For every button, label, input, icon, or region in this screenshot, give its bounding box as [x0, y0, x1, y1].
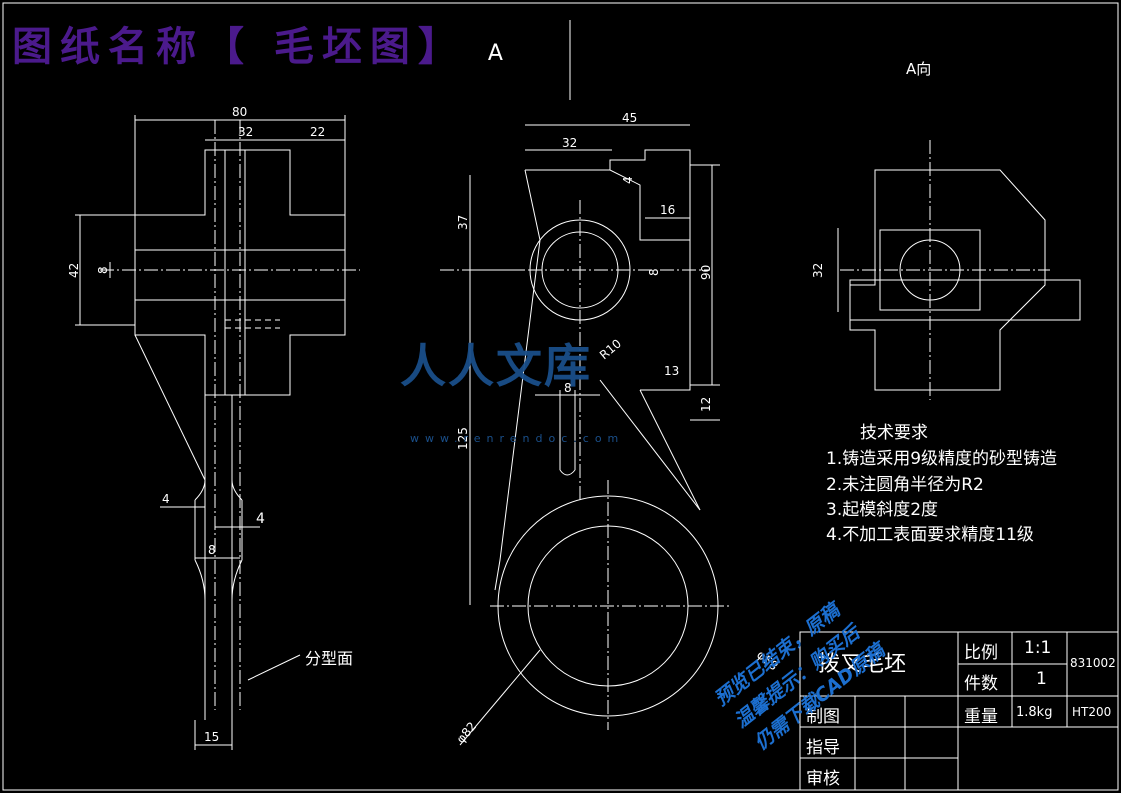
watermark-logo: 人人文库 — [400, 339, 592, 393]
dim-4-front: 4 — [621, 176, 635, 184]
parting-label: 分型面 — [305, 649, 354, 668]
title-block — [799, 631, 1119, 791]
dimension-texts: 80 32 22 42 8 4 4 8 15 45 32 4 16 37 8 9… — [67, 105, 825, 746]
dim-8-web: 8 — [208, 543, 216, 557]
dim-42: 42 — [67, 263, 81, 278]
dim-phi82: φ82 — [454, 719, 480, 746]
tech-req-item-1: 1.铸造采用9级精度的砂型铸造 — [826, 449, 1058, 469]
tech-req-item-4: 4.不加工表面要求精度11级 — [826, 525, 1034, 545]
tech-req-item-3: 3.起模斜度2度 — [826, 500, 939, 520]
count-label: 件数 — [964, 674, 998, 694]
view-a-label: A向 — [906, 60, 932, 78]
dim-45: 45 — [622, 111, 637, 125]
watermark-url: www.renrendoc.com — [410, 432, 625, 445]
guide-label: 指导 — [806, 738, 840, 758]
tech-req-item-2: 2.未注圆角半径为R2 — [826, 475, 984, 495]
dim-32-left: 32 — [238, 125, 253, 139]
dim-22: 22 — [310, 125, 325, 139]
review-label: 审核 — [806, 769, 840, 789]
front-view — [440, 20, 730, 746]
weight-label: 重量 — [964, 707, 998, 727]
drawing-title: 图纸名称【 毛坯图】 A — [12, 14, 503, 72]
count-value: 1 — [1036, 669, 1047, 689]
dim-37: 37 — [456, 215, 470, 230]
drawing-title-text: 图纸名称【 毛坯图】 — [12, 24, 466, 70]
drawn-by-label: 制图 — [806, 707, 840, 727]
dim-16: 16 — [660, 203, 675, 217]
dim-4-b: 4 — [256, 511, 265, 527]
view-marker-a: A — [487, 41, 503, 66]
dim-13: 13 — [664, 364, 679, 378]
material: HT200 — [1072, 705, 1112, 719]
dim-8-front: 8 — [647, 268, 661, 276]
a-view — [837, 140, 1081, 400]
dim-4-a: 4 — [162, 492, 170, 506]
dim-125: 125 — [456, 427, 470, 450]
left-view — [75, 115, 360, 750]
dim-8-rib: 8 — [564, 381, 572, 395]
tech-req-heading: 技术要求 — [860, 423, 928, 443]
drawing-number: 831002 — [1070, 656, 1116, 670]
dim-90: 90 — [699, 265, 713, 280]
weight-value: 1.8kg — [1016, 705, 1053, 720]
dim-8-left: 8 — [96, 266, 110, 274]
dim-r10: R10 — [597, 336, 624, 362]
dim-15: 15 — [204, 730, 219, 744]
dim-80: 80 — [232, 105, 247, 119]
scale-label: 比例 — [964, 643, 998, 663]
part-name: 拨叉毛坯 — [818, 652, 907, 677]
dim-32-front: 32 — [562, 136, 577, 150]
scale-value: 1:1 — [1024, 638, 1052, 658]
dim-32-side: 32 — [811, 263, 825, 278]
dim-12: 12 — [699, 397, 713, 412]
